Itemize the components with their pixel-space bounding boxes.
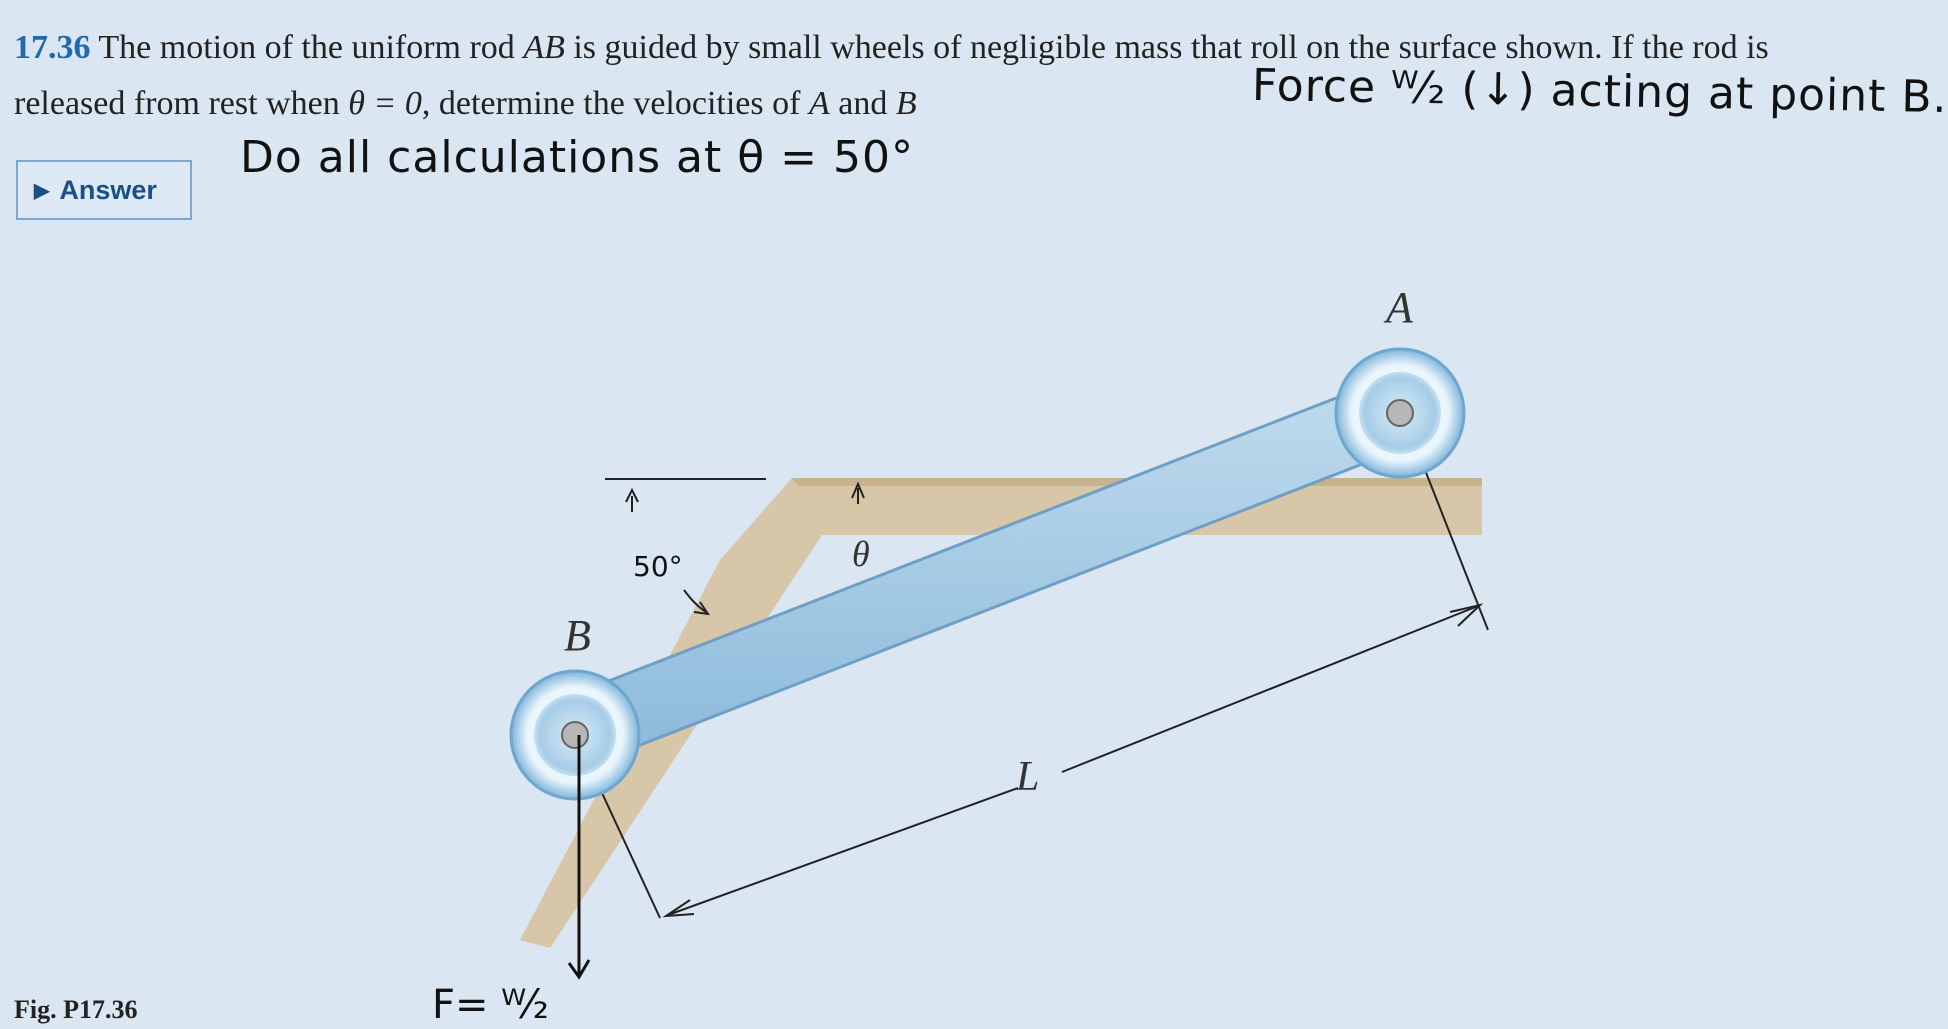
rod-figure: A B θ 50° L F= ᵂ⁄₂ [432, 283, 1489, 1028]
theta-equation: θ = 0 [348, 85, 422, 122]
label-length: L [1015, 754, 1039, 800]
force-arrow [567, 735, 591, 980]
point-b-ref: B [895, 85, 917, 122]
wheel-b [509, 669, 641, 801]
answer-button[interactable]: ▶ Answer [16, 160, 192, 220]
problem-line-2: released from rest when θ = 0, determine… [14, 76, 1894, 132]
problem-text-2: is guided by small wheels of negligible … [564, 29, 1769, 66]
point-a-ref: A [808, 85, 830, 122]
label-theta: θ [852, 534, 870, 574]
label-a: A [1383, 283, 1414, 332]
rod-label: AB [523, 29, 565, 66]
pin-b [561, 721, 589, 749]
problem-line-1: 17.36 The motion of the uniform rod AB i… [14, 20, 1894, 76]
problem-text-4: , determine the velocities of [421, 85, 809, 122]
pin-a [1386, 399, 1414, 427]
problem-statement: 17.36 The motion of the uniform rod AB i… [14, 20, 1894, 132]
wheel-a [1334, 347, 1466, 479]
calc-annotation: Do all calculations at θ = 50° [240, 132, 914, 183]
rod-ab [536, 375, 1435, 770]
triangle-right-icon: ▶ [34, 179, 50, 202]
problem-text-3: released from rest when [14, 85, 349, 122]
label-angle: 50° [633, 550, 683, 583]
problem-text-1: The motion of the uniform rod [98, 29, 524, 66]
force-label: F= ᵂ⁄₂ [432, 982, 549, 1028]
problem-text-5: and [829, 85, 896, 122]
label-b: B [564, 611, 591, 660]
figure-caption: Fig. P17.36 [14, 995, 138, 1024]
problem-number: 17.36 [14, 29, 91, 66]
answer-label: Answer [59, 174, 157, 205]
